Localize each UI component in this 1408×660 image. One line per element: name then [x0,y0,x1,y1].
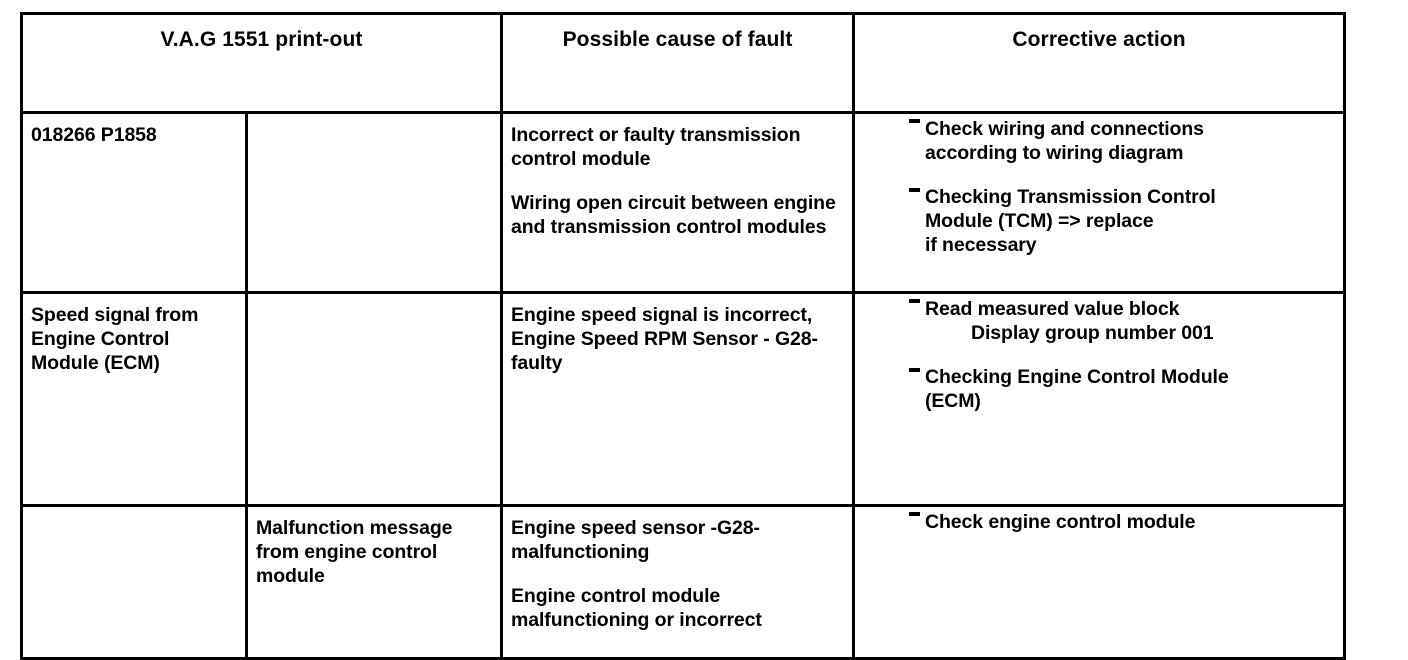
table-row: Speed signal from Engine Control Module … [20,291,1346,507]
cause-item: Wiring open circuit between engine and t… [511,192,836,239]
action-line: (ECM) [925,390,981,413]
header-row: V.A.G 1551 print-out Possible cause of f… [20,12,1346,114]
printout-code-text: 018266 P1858 [31,124,157,146]
cell-cause: Incorrect or faulty transmission control… [500,111,855,294]
cause-item: Engine speed signal is incorrect, Engine… [511,304,818,374]
action-line: according to wiring diagram [925,141,1184,164]
printout-message-text: Malfunction message from engine control … [256,517,453,587]
header-cause: Possible cause of fault [500,12,855,114]
header-cause-label: Possible cause of fault [562,28,793,51]
cause-item: Engine speed sensor -G28- malfunctioning [511,517,760,563]
header-action: Corrective action [852,12,1346,114]
header-printout: V.A.G 1551 print-out [20,12,503,114]
dash-bullet-icon [909,512,920,517]
action-line: if necessary [925,234,1037,257]
printout-message-text [248,294,500,312]
cause-list: Incorrect or faulty transmission control… [503,114,852,248]
cell-printout-left: 018266 P1858 [20,111,248,294]
cell-action: Check engine control module [852,504,1346,660]
table-row: 018266 P1858 Incorrect or faulty transmi… [20,111,1346,294]
action-line: Module (TCM) => replace [925,210,1154,233]
action-item: Check engine control module [909,511,1343,535]
cell-action: Read measured value block Display group … [852,291,1346,507]
printout-code-text: Speed signal from Engine Control Module … [31,304,199,374]
action-item: Checking Engine Control Module (ECM) [909,366,1343,414]
printout-code-text [23,507,245,525]
table-header: V.A.G 1551 print-out Possible cause of f… [20,12,1346,114]
cell-action: Check wiring and connections according t… [852,111,1346,294]
action-line: Check wiring and connections [925,118,1204,140]
action-list: Check engine control module [855,507,1343,535]
action-line: Checking Transmission Control [925,186,1216,209]
cell-cause: Engine speed signal is incorrect, Engine… [500,291,855,507]
cell-printout-right [245,291,503,507]
fault-diagnosis-table: V.A.G 1551 print-out Possible cause of f… [20,12,1346,660]
action-item: Checking Transmission Control Module (TC… [909,186,1343,258]
header-printout-label: V.A.G 1551 print-out [160,28,363,51]
dash-bullet-icon [909,299,920,304]
action-item: Check wiring and connections according t… [909,118,1343,166]
action-line: Checking Engine Control Module [925,366,1229,389]
dash-bullet-icon [909,187,920,192]
cell-printout-right [245,111,503,294]
header-action-label: Corrective action [1012,28,1186,51]
dash-bullet-icon [909,119,920,124]
cause-list: Engine speed signal is incorrect, Engine… [503,294,852,384]
cause-item: Incorrect or faulty transmission control… [511,124,801,170]
table-body: 018266 P1858 Incorrect or faulty transmi… [20,111,1346,660]
cell-printout-right: Malfunction message from engine control … [245,504,503,660]
dash-bullet-icon [909,367,920,372]
action-line: Display group number 001 [971,321,1214,344]
cell-printout-left: Speed signal from Engine Control Module … [20,291,248,507]
cause-item: Engine control module malfunctioning or … [511,585,762,632]
cell-cause: Engine speed sensor -G28- malfunctioning… [500,504,855,660]
action-list: Check wiring and connections according t… [855,114,1343,258]
table-row: Malfunction message from engine control … [20,504,1346,660]
action-list: Read measured value block Display group … [855,294,1343,414]
printout-message-text [248,114,500,132]
cause-list: Engine speed sensor -G28- malfunctioning… [503,507,852,641]
action-line: Read measured value block [925,298,1180,320]
action-item: Read measured value block Display group … [909,298,1343,346]
action-line: Check engine control module [925,511,1196,533]
cell-printout-left [20,504,248,660]
